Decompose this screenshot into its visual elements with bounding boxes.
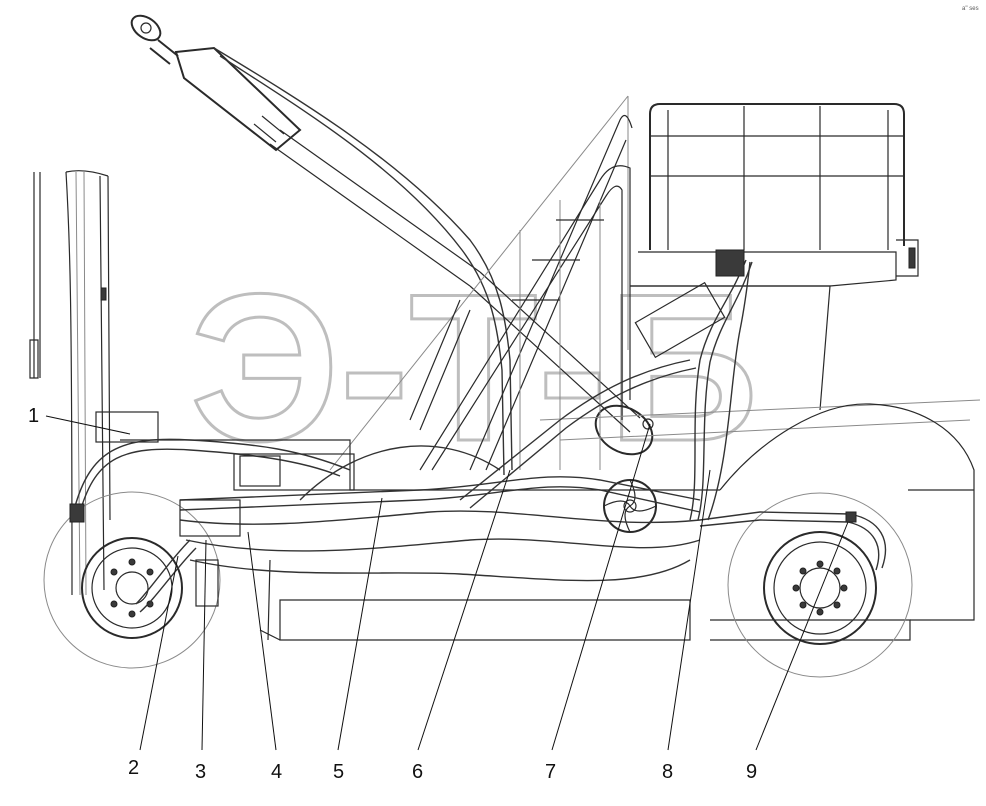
- chassis: [95, 285, 981, 641]
- cab-frame: [329, 95, 633, 471]
- mast: [29, 170, 111, 596]
- callout-3: 3: [195, 761, 206, 783]
- leader-line-1: [45, 415, 131, 435]
- leader-lines: [45, 415, 849, 751]
- callout-8: 8: [662, 761, 673, 783]
- leader-line-7: [551, 423, 651, 751]
- leader-line-6: [417, 469, 511, 751]
- cooling-fan: [603, 479, 657, 533]
- leader-line-4: [247, 531, 277, 751]
- leader-line-5: [337, 497, 383, 751]
- rear-wheel: [727, 492, 913, 678]
- leader-line-2: [139, 555, 179, 751]
- leader-line-8: [667, 469, 711, 751]
- watermark: Э-Т-Б: [189, 249, 760, 487]
- callout-labels: 1 2 3 4 5 6 7 8 9: [28, 405, 757, 783]
- platform-railing: [630, 103, 919, 287]
- callout-6: 6: [412, 761, 423, 783]
- hose-bundle: [69, 249, 887, 613]
- callout-1: 1: [28, 405, 39, 427]
- watermark-text: Э-Т-Б: [190, 250, 758, 485]
- callout-4: 4: [271, 761, 282, 783]
- callout-9: 9: [746, 761, 757, 783]
- callout-5: 5: [333, 761, 344, 783]
- leader-line-3: [201, 539, 207, 751]
- corner-mark: a'' ses: [962, 6, 979, 12]
- callout-2: 2: [128, 757, 139, 779]
- callout-7: 7: [545, 761, 556, 783]
- leader-line-9: [755, 521, 849, 751]
